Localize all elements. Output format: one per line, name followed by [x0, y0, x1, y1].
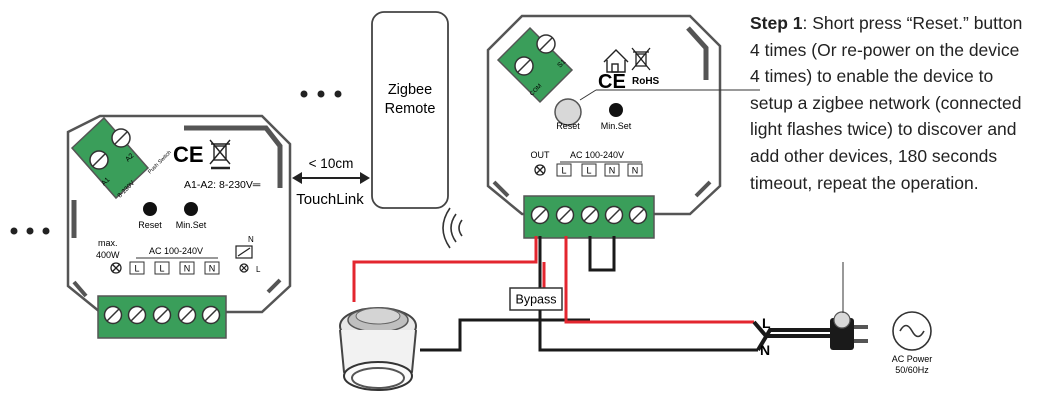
- switch-side-terminal: [496, 26, 574, 104]
- dimmer-max-watts: 400W: [96, 250, 120, 260]
- switch-reset-button[interactable]: [554, 98, 582, 126]
- remote-title-line2: Remote: [385, 101, 436, 117]
- dimmer-terminal-label: N: [209, 264, 216, 274]
- wireless-signal-icon: [442, 207, 463, 249]
- switch-s1-label: S1: [556, 58, 567, 69]
- switch-terminal-label: L: [561, 166, 566, 176]
- switch-terminal-label: N: [632, 166, 639, 176]
- dimmer-minset-button[interactable]: [184, 202, 198, 216]
- switch-terminal-label: N: [609, 166, 616, 176]
- dimmer-minset-label: Min.Set: [176, 220, 207, 230]
- distance-label: < 10cm: [309, 156, 354, 171]
- dimmer-reset-label: Reset: [138, 220, 162, 230]
- switch-ce-mark: CE: [598, 71, 626, 93]
- dimmer-load-symbol: [235, 245, 253, 273]
- dimmer-terminal-label: L: [134, 264, 139, 274]
- switch-house-icon: [603, 49, 629, 73]
- switch-weee-icon: [631, 47, 651, 71]
- dimmer-load-n: N: [248, 235, 254, 244]
- ac-power-label-line2: 50/60Hz: [895, 365, 929, 375]
- ac-power-source: AC Power 50/60Hz: [892, 311, 933, 375]
- dimmer-weee-icon: [209, 139, 231, 170]
- dimmer-output-symbol: [110, 262, 122, 274]
- more-devices-dots-top: [300, 90, 342, 98]
- dimmer-reset-button[interactable]: [143, 202, 157, 216]
- switch-terminal-labels: L L N N: [556, 163, 643, 177]
- dimmer-ac-label: AC 100-240V: [149, 246, 203, 256]
- dimmer-module: A1 A2 8-230V Push Switch CE A1-A2: 8-230…: [66, 114, 292, 339]
- neutral-wires: [420, 236, 832, 352]
- switch-ac-label: AC 100-240V: [570, 150, 624, 160]
- power-plug: [830, 262, 868, 350]
- touchlink-label: TouchLink: [296, 191, 364, 208]
- dimmer-a1-label: A1: [100, 176, 111, 187]
- switch-output-symbol: [534, 164, 546, 176]
- dimmer-terminal-label: N: [184, 264, 191, 274]
- switch-rohs-mark: RoHS: [632, 76, 660, 87]
- wire-n-label: N: [760, 342, 770, 358]
- dimmer-terminal-label: L: [159, 264, 164, 274]
- power-cord: [752, 320, 832, 338]
- dimmer-a2-label: A2: [124, 152, 135, 163]
- switch-module: COM S1 CE RoHS Reset Min.Set OUT AC 100-…: [486, 14, 722, 239]
- switch-bottom-terminal: [523, 195, 655, 239]
- live-wires: [352, 236, 754, 324]
- switch-minset-button[interactable]: [609, 103, 623, 117]
- step-heading: Step 1: [750, 13, 803, 33]
- dimmer-ce-mark: CE: [173, 142, 204, 167]
- bypass-component: Bypass: [509, 287, 563, 311]
- switch-out-label: OUT: [531, 150, 551, 160]
- step-text: : Short press “Reset.” button 4 times (O…: [750, 13, 1023, 193]
- zigbee-remote: Zigbee Remote: [371, 11, 449, 209]
- reset-callout-leader: [579, 89, 597, 101]
- dimmer-side-terminal: [70, 116, 150, 200]
- switch-reset-label: Reset: [556, 121, 580, 131]
- dimmer-a1a2-spec: A1-A2: 8-230V═: [184, 179, 261, 191]
- switch-minset-label: Min.Set: [601, 121, 632, 131]
- dimmer-terminal-labels: L L N N: [129, 261, 220, 275]
- downlight-lamp: [339, 307, 417, 391]
- dimmer-bottom-terminal: [97, 295, 227, 339]
- ac-power-label-line1: AC Power: [892, 354, 933, 364]
- wire-l-label: L: [762, 315, 771, 331]
- step-instruction: Step 1: Short press “Reset.” button 4 ti…: [750, 10, 1030, 196]
- dimmer-max-label: max.: [98, 238, 118, 248]
- switch-terminal-label: L: [586, 166, 591, 176]
- remote-title-line1: Zigbee: [388, 82, 432, 98]
- more-devices-dots-left: [10, 227, 50, 235]
- bypass-label: Bypass: [516, 293, 557, 307]
- dimmer-load-l: L: [256, 265, 261, 274]
- touchlink-arrow: [292, 172, 370, 184]
